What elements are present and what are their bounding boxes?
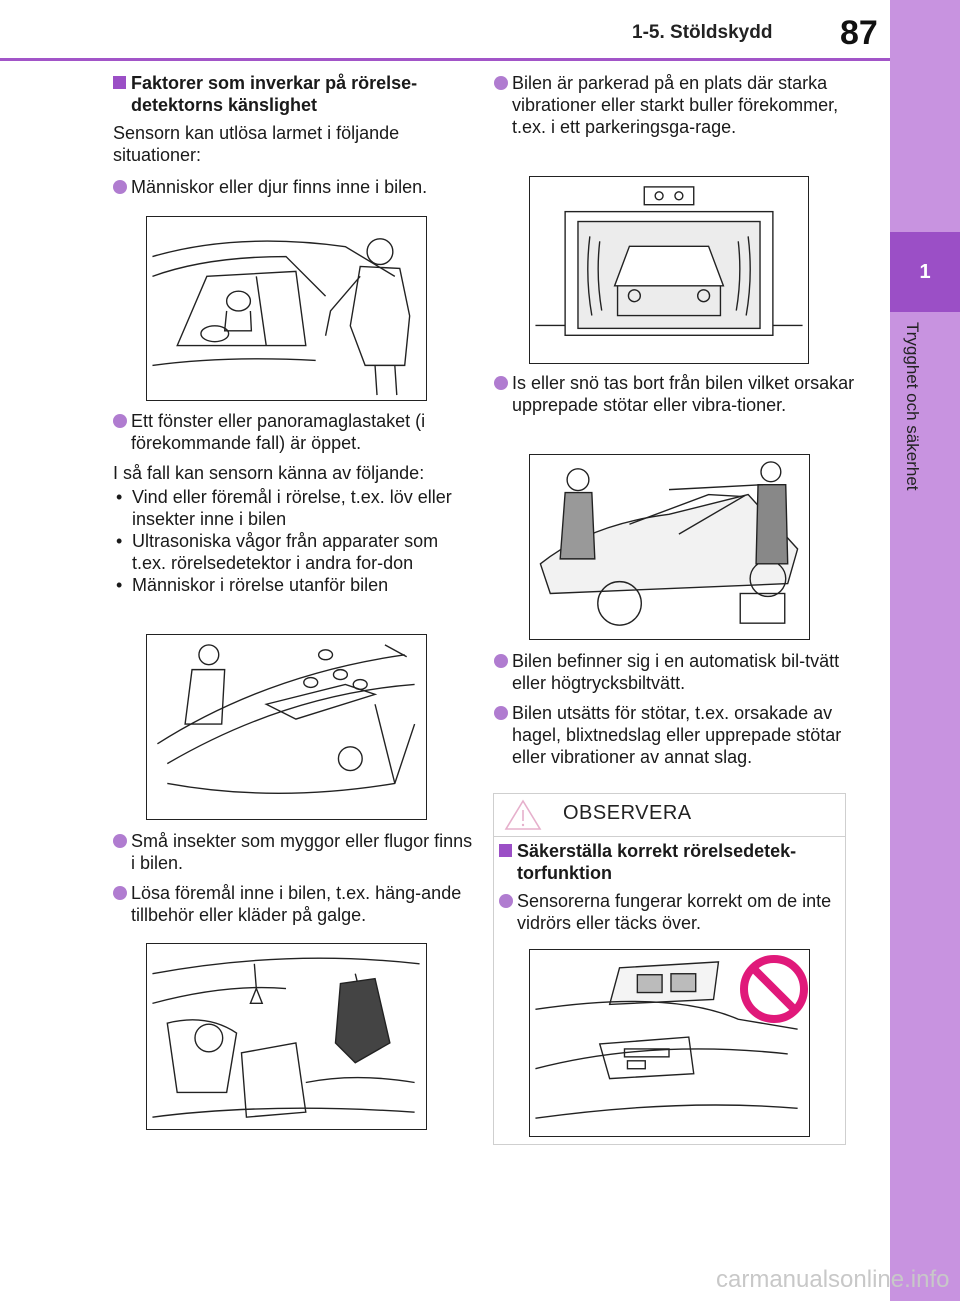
bullet-dot (494, 706, 508, 720)
notice-heading-text: Säkerställa korrekt rörelsedetek-torfunk… (517, 841, 797, 883)
illustration-people-animals (146, 216, 427, 401)
list-item-text: Lösa föremål inne i bilen, t.ex. häng-an… (131, 883, 462, 925)
sub-list-item: Ultrasoniska vågor från apparater som t.… (113, 530, 453, 574)
illustration-snow-removal (529, 454, 810, 640)
footer-watermark: carmanualsonline.info (716, 1266, 950, 1293)
list-item-text: Bilen utsätts för stötar, t.ex. orsakade… (512, 703, 842, 767)
bullet-dot (113, 834, 127, 848)
people-animals-drawing (152, 238, 411, 396)
bullet-dot (494, 654, 508, 668)
chapter-number-block: 1 (890, 232, 960, 312)
illustration-parking-garage (529, 176, 809, 364)
bullet-dot (113, 886, 127, 900)
bullet-dot (494, 76, 508, 90)
illustration-open-sunroof (146, 634, 427, 820)
notice-heading: Säkerställa korrekt rörelsedetek-torfunk… (499, 840, 852, 884)
list-item: Ett fönster eller panoramaglastaket (i f… (113, 410, 476, 454)
list-item: Bilen befinner sig i en automatisk bil-t… (494, 650, 862, 694)
illustration-loose-objects (146, 943, 427, 1130)
bullet-dot (499, 894, 513, 908)
notice-label: OBSERVERA (563, 802, 692, 824)
loose-objects-drawing (152, 957, 420, 1118)
list-item-text: Ett fönster eller panoramaglastaket (i f… (131, 411, 426, 453)
list-item-text: Människor eller djur finns inne i bilen. (131, 177, 428, 197)
sub-list: Vind eller föremål i rörelse, t.ex. löv … (113, 486, 453, 596)
list-item: Lösa föremål inne i bilen, t.ex. häng-an… (113, 882, 476, 926)
list-item: Små insekter som myggor eller flugor fin… (113, 830, 476, 874)
page-number: 87 (840, 14, 878, 52)
sub-list-item: Vind eller föremål i rörelse, t.ex. löv … (113, 486, 453, 530)
sensor-cover-drawing (535, 961, 798, 1119)
header-rule (0, 58, 890, 61)
list-item-text: Bilen befinner sig i en automatisk bil-t… (512, 651, 840, 693)
list-item: Is eller snö tas bort från bilen vilket … (494, 372, 862, 416)
intro-text: Sensorn kan utlösa larmet i följande sit… (113, 123, 400, 165)
list-item-text: Is eller snö tas bort från bilen vilket … (512, 373, 855, 415)
chapter-number: 1 (919, 261, 931, 283)
sub-intro-text: I så fall kan sensorn känna av följande: (113, 463, 425, 483)
list-item: Bilen utsätts för stötar, t.ex. orsakade… (494, 702, 862, 768)
prohibition-icon (740, 955, 808, 1023)
bullet-dot (494, 376, 508, 390)
chapter-title: Trygghet och säkerhet (903, 322, 922, 491)
snow-removal-drawing (539, 461, 799, 626)
list-item-text: Bilen är parkerad på en plats där starka… (512, 73, 839, 137)
open-sunroof-drawing (157, 644, 416, 794)
list-item: Människor eller djur finns inne i bilen. (113, 176, 476, 198)
list-item: Bilen är parkerad på en plats där starka… (494, 72, 862, 138)
chapter-tab (890, 0, 960, 1301)
sub-list-item: Människor i rörelse utanför bilen (113, 574, 453, 596)
warning-triangle-icon (504, 799, 542, 830)
heading-square-marker (499, 844, 512, 857)
notice-list-item: Sensorerna fungerar korrekt om de inte v… (499, 890, 852, 934)
section-heading: Faktorer som inverkar på rörelse-detekto… (113, 72, 471, 116)
bullet-dot (113, 414, 127, 428)
heading-square-marker (113, 76, 126, 89)
heading-text: Faktorer som inverkar på rörelse-detekto… (131, 73, 418, 115)
notice-list-item-text: Sensorerna fungerar korrekt om de inte v… (517, 891, 832, 933)
section-title: 1-5. Stöldskydd (632, 22, 773, 43)
notice-header (493, 793, 846, 837)
bullet-dot (113, 180, 127, 194)
chapter-title-vertical: Trygghet och säkerhet (902, 322, 926, 537)
list-item-text: Små insekter som myggor eller flugor fin… (131, 831, 473, 873)
parking-garage-drawing (535, 186, 803, 336)
